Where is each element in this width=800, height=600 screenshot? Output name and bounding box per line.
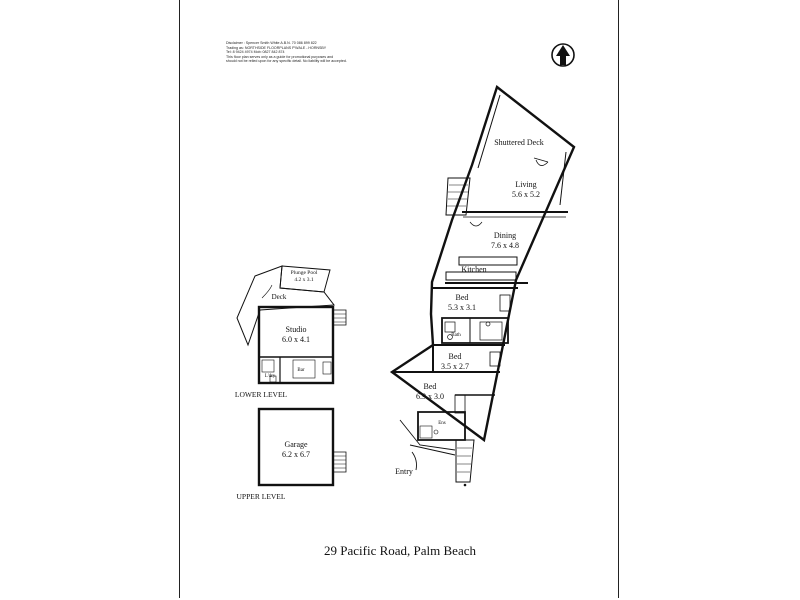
garage-label: Garage: [284, 440, 308, 449]
main-outline: [389, 84, 576, 443]
studio-outline: [257, 305, 335, 385]
studio-label: Studio: [286, 325, 307, 334]
disclaimer-line: Disclaimer : Spencer Smith White A.B.N. …: [226, 41, 317, 45]
bed1-dimensions: 5.3 x 3.1: [448, 303, 476, 312]
plunge-pool-dimensions: 4.2 x 3.1: [294, 277, 314, 283]
ensuite-label: Ens: [438, 421, 446, 426]
bath1-label: Bath: [451, 333, 461, 338]
property-address: 29 Pacific Road, Palm Beach: [324, 543, 476, 558]
lower-level-label: LOWER LEVEL: [235, 390, 288, 399]
north-arrow-icon: [551, 43, 575, 67]
plunge-pool-label: Plunge Pool: [291, 270, 318, 276]
lower-level-plan: [236, 265, 347, 385]
disclaimer-line: Tel: 8 9424 4974 Mob: 0827 842 874: [226, 50, 285, 55]
dining-label: Dining: [494, 231, 516, 240]
bar-label: Bar: [297, 368, 305, 373]
studio-dimensions: 6.0 x 4.1: [282, 335, 310, 344]
deck-label: Deck: [272, 293, 287, 301]
shuttered-deck-label: Shuttered Deck: [494, 138, 544, 147]
upper-level-plan: [257, 407, 347, 487]
disclaimer: Disclaimer : Spencer Smith White A.B.N. …: [226, 41, 376, 64]
living-dimensions: 5.6 x 5.2: [512, 190, 540, 199]
plan-frame: [179, 0, 619, 598]
living-label: Living: [515, 180, 536, 189]
upper-level-label: UPPER LEVEL: [237, 492, 286, 501]
disclaimer-line: Trading as: NORTHSIDE FLOORPLANS P'WALE …: [226, 45, 327, 50]
garage-dimensions: 6.2 x 6.7: [282, 450, 310, 459]
bed3-label: Bed: [424, 382, 437, 391]
disclaimer-line: This floor plan serves only as a guide f…: [226, 54, 334, 59]
bed3-dimensions: 6.9 x 3.0: [416, 392, 444, 401]
dining-dimensions: 7.6 x 4.8: [491, 241, 519, 250]
disclaimer-line: should not be relied upon for any specif…: [226, 59, 347, 64]
kitchen-label: Kitchen: [461, 265, 486, 274]
laundry-label: L'dry: [265, 374, 276, 379]
garage-outline: [257, 407, 335, 487]
main-level-plan: [389, 84, 576, 483]
bed2-label: Bed: [449, 352, 462, 361]
bed2-dimensions: 3.5 x 2.7: [441, 362, 469, 371]
bed1-label: Bed: [456, 293, 469, 302]
entry-label: Entry: [395, 467, 413, 476]
deck-outline: [236, 265, 335, 347]
